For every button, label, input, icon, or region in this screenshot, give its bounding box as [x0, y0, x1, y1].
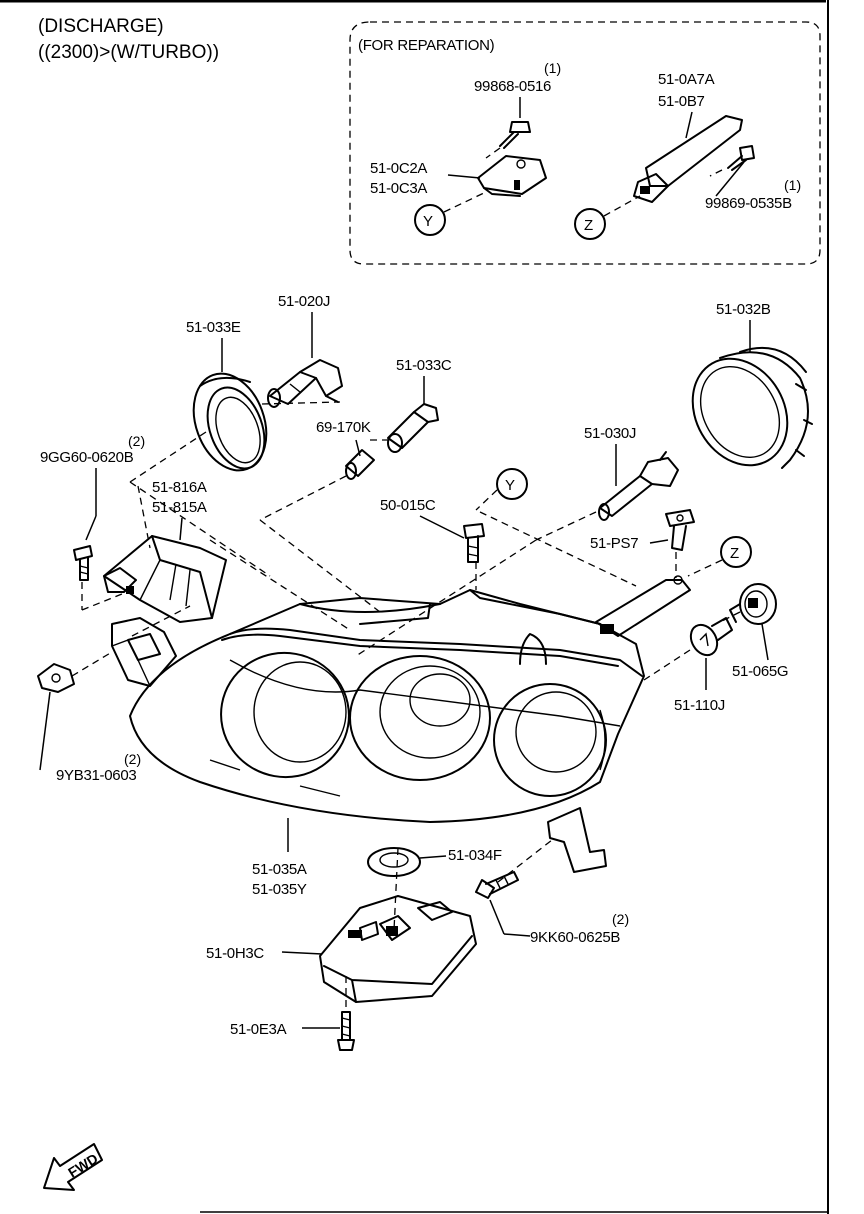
- screw-99868: [485, 121, 531, 159]
- cap-51032b: [691, 347, 813, 469]
- socket-51033c: [387, 403, 439, 453]
- title-line-1: (DISCHARGE): [38, 16, 164, 37]
- clip-9yb31: [37, 663, 75, 693]
- leader-51034f: [419, 855, 447, 859]
- reparation-box: (FOR REPARATION) (1) 99868-0516 51-0C2A …: [349, 21, 821, 265]
- fwd-arrow-icon: FWD: [43, 1143, 103, 1191]
- label-51815a: 51-815A: [152, 499, 207, 516]
- leader-51ps7: [649, 539, 669, 544]
- gasket-51034f: [367, 847, 421, 877]
- label-69170k: 69-170K: [316, 419, 371, 436]
- label-510h3c: 51-0H3C: [206, 945, 264, 962]
- leader-9gg60-b: [85, 515, 97, 541]
- label-51033c: 51-033C: [396, 357, 452, 374]
- qty-2a: (2): [128, 433, 145, 449]
- callout-z-main: Z: [730, 545, 739, 562]
- leader-51065g: [761, 623, 769, 661]
- label-9kk60: 9KK60-0625B: [530, 929, 620, 946]
- callout-y-circle-main: [496, 468, 528, 500]
- label-51035a: 51-035A: [252, 861, 307, 878]
- qty-2b: (2): [124, 751, 141, 767]
- leader-9kk60-a: [489, 899, 505, 935]
- bulb-51020j: [267, 359, 343, 408]
- leader-510c2a: [447, 174, 481, 179]
- seal-51033e: [192, 372, 268, 472]
- label-51032b: 51-032B: [716, 301, 771, 318]
- label-510c3a: 51-0C3A: [370, 180, 427, 197]
- leader-9yb31: [39, 691, 51, 771]
- headlamp-housing: [129, 589, 645, 873]
- label-51816a: 51-816A: [152, 479, 207, 496]
- ballast-510h3c: [319, 895, 477, 1003]
- leader-510h3c: [281, 951, 323, 955]
- title-line-2: ((2300)>(W/TURBO)): [38, 42, 219, 63]
- label-51030j: 51-030J: [584, 425, 636, 442]
- bracket-51815a: [111, 617, 177, 687]
- reparation-border: [349, 21, 821, 265]
- leader-510a7a: [685, 111, 693, 139]
- label-510c2a: 51-0C2A: [370, 160, 427, 177]
- label-99868-0516: 99868-0516: [474, 78, 551, 95]
- dash-z-box: [603, 195, 641, 217]
- bulb-69170k: [345, 449, 375, 480]
- callout-z-box: Z: [584, 217, 593, 234]
- label-510a7a: 51-0A7A: [658, 71, 715, 88]
- leader-9kk60-b: [503, 933, 531, 937]
- callout-z-circle-main: [720, 536, 752, 568]
- bracket-510a7a: [633, 115, 743, 203]
- socket-51065g: [729, 583, 777, 625]
- bolt-50015c: [463, 523, 485, 563]
- assembly-dash-lines: [71, 401, 741, 1012]
- leader-50015c: [419, 515, 465, 539]
- fwd-label: FWD: [65, 1150, 101, 1180]
- label-51065g: 51-065G: [732, 663, 788, 680]
- label-51035y: 51-035Y: [252, 881, 307, 898]
- bracket-51816a: [103, 535, 227, 623]
- leader-99869: [715, 161, 745, 197]
- dash-y-box: [443, 191, 487, 213]
- bolt-9gg60: [73, 545, 93, 581]
- label-99869-0535b: 99869-0535B: [705, 195, 792, 212]
- bracket-510c2a: [477, 155, 547, 197]
- screw-510e3a: [337, 1011, 355, 1051]
- qty-2c: (2): [612, 911, 629, 927]
- bolt-9kk60: [475, 871, 519, 899]
- label-510b7: 51-0B7: [658, 93, 705, 110]
- reparation-qty-1b: (1): [784, 177, 801, 193]
- callout-y-main: Y: [505, 477, 515, 494]
- callout-y-circle-box: [414, 204, 446, 236]
- headlamp-tab-bracket: [595, 575, 691, 637]
- label-51110j: 51-110J: [674, 697, 725, 714]
- bulb-51110j: [689, 617, 733, 657]
- callout-z-circle-box: [574, 208, 606, 240]
- reparation-title: (FOR REPARATION): [358, 37, 495, 54]
- label-9gg60: 9GG60-0620B: [40, 449, 134, 466]
- label-51034f: 51-034F: [448, 847, 502, 864]
- dash-y-main: [475, 489, 498, 511]
- reparation-qty-1a: (1): [544, 60, 561, 76]
- label-50015c: 50-015C: [380, 497, 436, 514]
- dash-z-main: [687, 559, 723, 577]
- label-51ps7: 51-PS7: [590, 535, 638, 552]
- label-51033e: 51-033E: [186, 319, 241, 336]
- bulb-51030j: [598, 451, 679, 521]
- screw-99869: [709, 145, 755, 177]
- label-510e3a: 51-0E3A: [230, 1021, 287, 1038]
- clip-51ps7: [665, 509, 695, 551]
- leader-51816a: [179, 517, 183, 541]
- label-51020j: 51-020J: [278, 293, 330, 310]
- callout-y-box: Y: [423, 213, 433, 230]
- label-9yb31: 9YB31-0603: [56, 767, 136, 784]
